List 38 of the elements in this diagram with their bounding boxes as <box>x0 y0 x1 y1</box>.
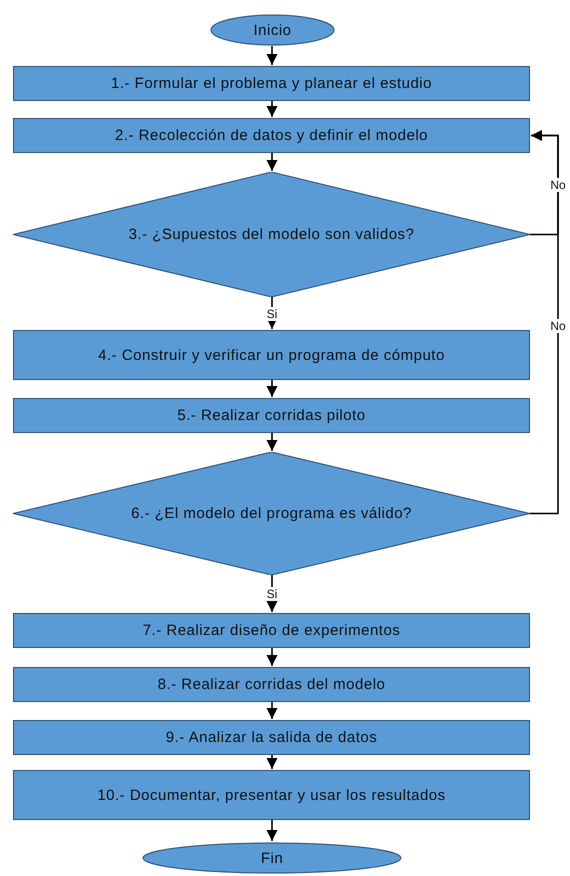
arrow <box>266 755 278 769</box>
arrow <box>530 130 559 514</box>
decision-diamond <box>13 172 530 297</box>
terminator-ellipse <box>210 14 335 46</box>
node-label: 7.- Realizar diseño de experimentos <box>142 621 400 640</box>
node-label: Inicio <box>253 20 292 40</box>
arrow <box>266 820 278 841</box>
node-label: 10.- Documentar, presentar y usar los resultados <box>97 786 446 804</box>
node-label: 5.- Realizar corridas piloto <box>177 406 366 425</box>
node-label: 3.- ¿Supuestos del modelo son validos? <box>128 225 414 244</box>
arrow <box>266 153 278 171</box>
process-box <box>13 398 530 433</box>
decision-diamond <box>13 452 530 575</box>
node-label: 2.- Recolección de datos y definir el modelo <box>115 126 428 145</box>
edge-label: Si <box>266 587 278 601</box>
process-box <box>13 770 530 820</box>
node-label: Fin <box>260 848 284 868</box>
edge-label: No <box>549 318 567 332</box>
process-box <box>13 667 530 702</box>
arrow <box>266 648 278 666</box>
node-label: 8.- Realizar corridas del modelo <box>158 675 386 694</box>
node-label: 9.- Analizar la salida de datos <box>166 728 378 747</box>
arrow <box>266 380 278 397</box>
node-label: 4.- Construir y verificar un programa de cómputo <box>98 346 445 364</box>
process-box <box>13 66 530 101</box>
node-label: 1.- Formular el problema y planear el estudio <box>111 74 432 93</box>
process-box <box>13 720 530 755</box>
arrow <box>266 46 278 65</box>
process-box <box>13 118 530 153</box>
edge-label: No <box>549 178 567 192</box>
terminator-ellipse <box>142 842 402 874</box>
arrow <box>266 702 278 719</box>
process-box <box>13 613 530 648</box>
arrow <box>266 101 278 117</box>
node-label: 6.- ¿El modelo del programa es válido? <box>131 504 412 523</box>
arrow <box>266 433 278 451</box>
edge-label: Si <box>266 306 278 320</box>
process-box <box>13 330 530 380</box>
